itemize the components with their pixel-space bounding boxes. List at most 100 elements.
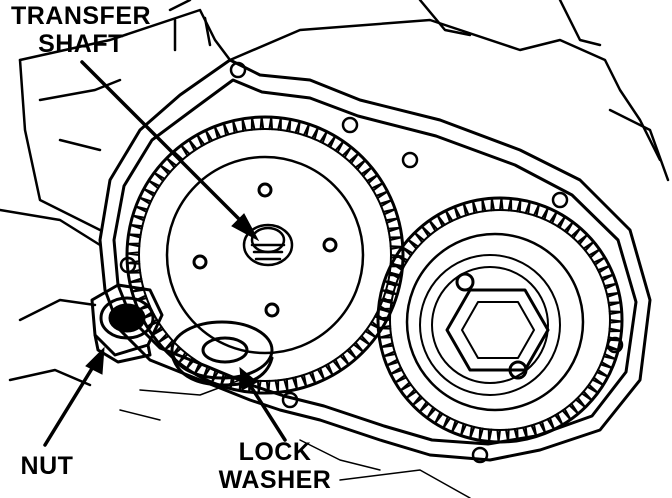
transfer-shaft-label: TRANSFER SHAFT — [6, 2, 156, 58]
lock-washer-label-line1: LOCK — [238, 438, 312, 466]
lock-washer-label-line2: WASHER — [218, 466, 332, 494]
gear-tooth — [193, 361, 203, 375]
gear-tooth — [605, 291, 620, 298]
nut-label-line1: NUT — [20, 452, 74, 480]
gear-tooth — [378, 333, 393, 339]
gear-tooth — [428, 219, 439, 233]
gear-tooth — [420, 225, 432, 238]
gear-tooth — [134, 205, 149, 213]
gear-tooth — [332, 358, 342, 372]
gear-tooth — [385, 358, 400, 367]
gear-tooth — [426, 406, 437, 419]
gear-tooth — [570, 227, 582, 240]
gear-tooth — [407, 238, 420, 250]
gear-tooth — [597, 264, 611, 274]
gear-tooth — [283, 378, 289, 393]
gear-tooth — [157, 332, 170, 344]
gear-tooth — [128, 277, 143, 284]
gear-tooth — [516, 198, 522, 213]
leader-arrows — [43, 60, 287, 447]
gear-tooth — [507, 197, 513, 212]
gear-tooth — [603, 282, 618, 290]
gear-tooth — [126, 260, 141, 265]
gear-tooth — [471, 200, 478, 215]
gear-tooth — [268, 116, 274, 131]
gear-tooth — [377, 325, 392, 330]
gear-tooth — [354, 159, 367, 171]
gear-tooth — [499, 197, 504, 212]
gear-tooth — [265, 379, 271, 394]
gear-tooth — [556, 215, 566, 229]
housing-casting — [0, 0, 670, 387]
gear-tooth — [159, 164, 172, 176]
gear-tooth — [582, 240, 595, 252]
gear-tooth — [339, 353, 350, 366]
gear-tooth — [383, 279, 398, 288]
gear-tooth — [442, 415, 452, 430]
gear-tooth — [346, 347, 358, 360]
gear-tooth — [561, 407, 572, 421]
gear-tooth — [126, 251, 141, 256]
gear-tooth — [250, 116, 256, 131]
gear-tooth — [459, 422, 468, 437]
transfer-shaft-label-line2: SHAFT — [38, 30, 124, 58]
gear-tooth — [385, 217, 400, 224]
lock-washer-label: LOCK WASHER — [210, 438, 340, 494]
gear-tooth — [126, 242, 141, 248]
gear-tooth — [395, 254, 409, 264]
gear-tooth — [546, 417, 556, 431]
gear-tooth — [196, 133, 206, 147]
transfer-shaft-arrow — [80, 60, 260, 242]
gear-tooth — [481, 198, 487, 213]
gear-tooth — [131, 214, 146, 222]
gear-tooth — [259, 116, 265, 131]
gear-tooth — [370, 182, 384, 192]
nut-part — [90, 283, 164, 364]
gear-tooth — [478, 427, 484, 442]
gear-tooth — [308, 370, 317, 385]
gear-tooth — [580, 390, 593, 402]
gear-tooth — [232, 119, 239, 134]
gear-tooth — [436, 214, 446, 228]
gear-tooth — [341, 146, 353, 159]
gear-tooth — [213, 125, 222, 140]
gear-tooth — [434, 411, 444, 425]
gear-tooth — [607, 301, 622, 307]
gear-tooth — [586, 383, 599, 394]
gear-tooth — [530, 423, 538, 438]
gear-tooth — [608, 327, 623, 333]
gear-tooth — [450, 419, 459, 434]
transfer-gear — [125, 115, 405, 395]
gear-tooth — [524, 200, 531, 215]
gear-tooth — [302, 123, 311, 138]
lock-washer-arrow — [239, 366, 287, 442]
gear-tooth — [563, 221, 574, 234]
gear-tooth — [388, 236, 403, 242]
gear-tooth — [327, 135, 337, 149]
gear-tooth — [444, 209, 454, 223]
gear-tooth — [607, 336, 622, 342]
gear-tooth — [532, 203, 541, 218]
gear-tooth — [378, 298, 393, 304]
gear-tooth — [390, 262, 405, 272]
gear-tooth — [453, 205, 462, 220]
gear-tooth — [602, 352, 617, 361]
gear-tooth — [469, 425, 476, 440]
gear-tooth — [389, 366, 403, 376]
nut-label: NUT — [12, 452, 82, 480]
gear-tooth — [405, 388, 418, 400]
gear-tooth — [311, 126, 320, 141]
gear-tooth — [399, 381, 413, 392]
gear-tooth — [210, 369, 219, 384]
transfer-shaft-stub — [242, 223, 294, 267]
gear-tooth — [375, 190, 389, 200]
gear-tooth — [568, 402, 580, 415]
gear-tooth — [394, 374, 408, 384]
gear-tooth — [413, 231, 426, 244]
gear-tooth — [382, 350, 397, 358]
gear-tooth — [513, 427, 519, 442]
gear-tooth — [229, 375, 236, 390]
gear-tooth — [608, 319, 623, 324]
